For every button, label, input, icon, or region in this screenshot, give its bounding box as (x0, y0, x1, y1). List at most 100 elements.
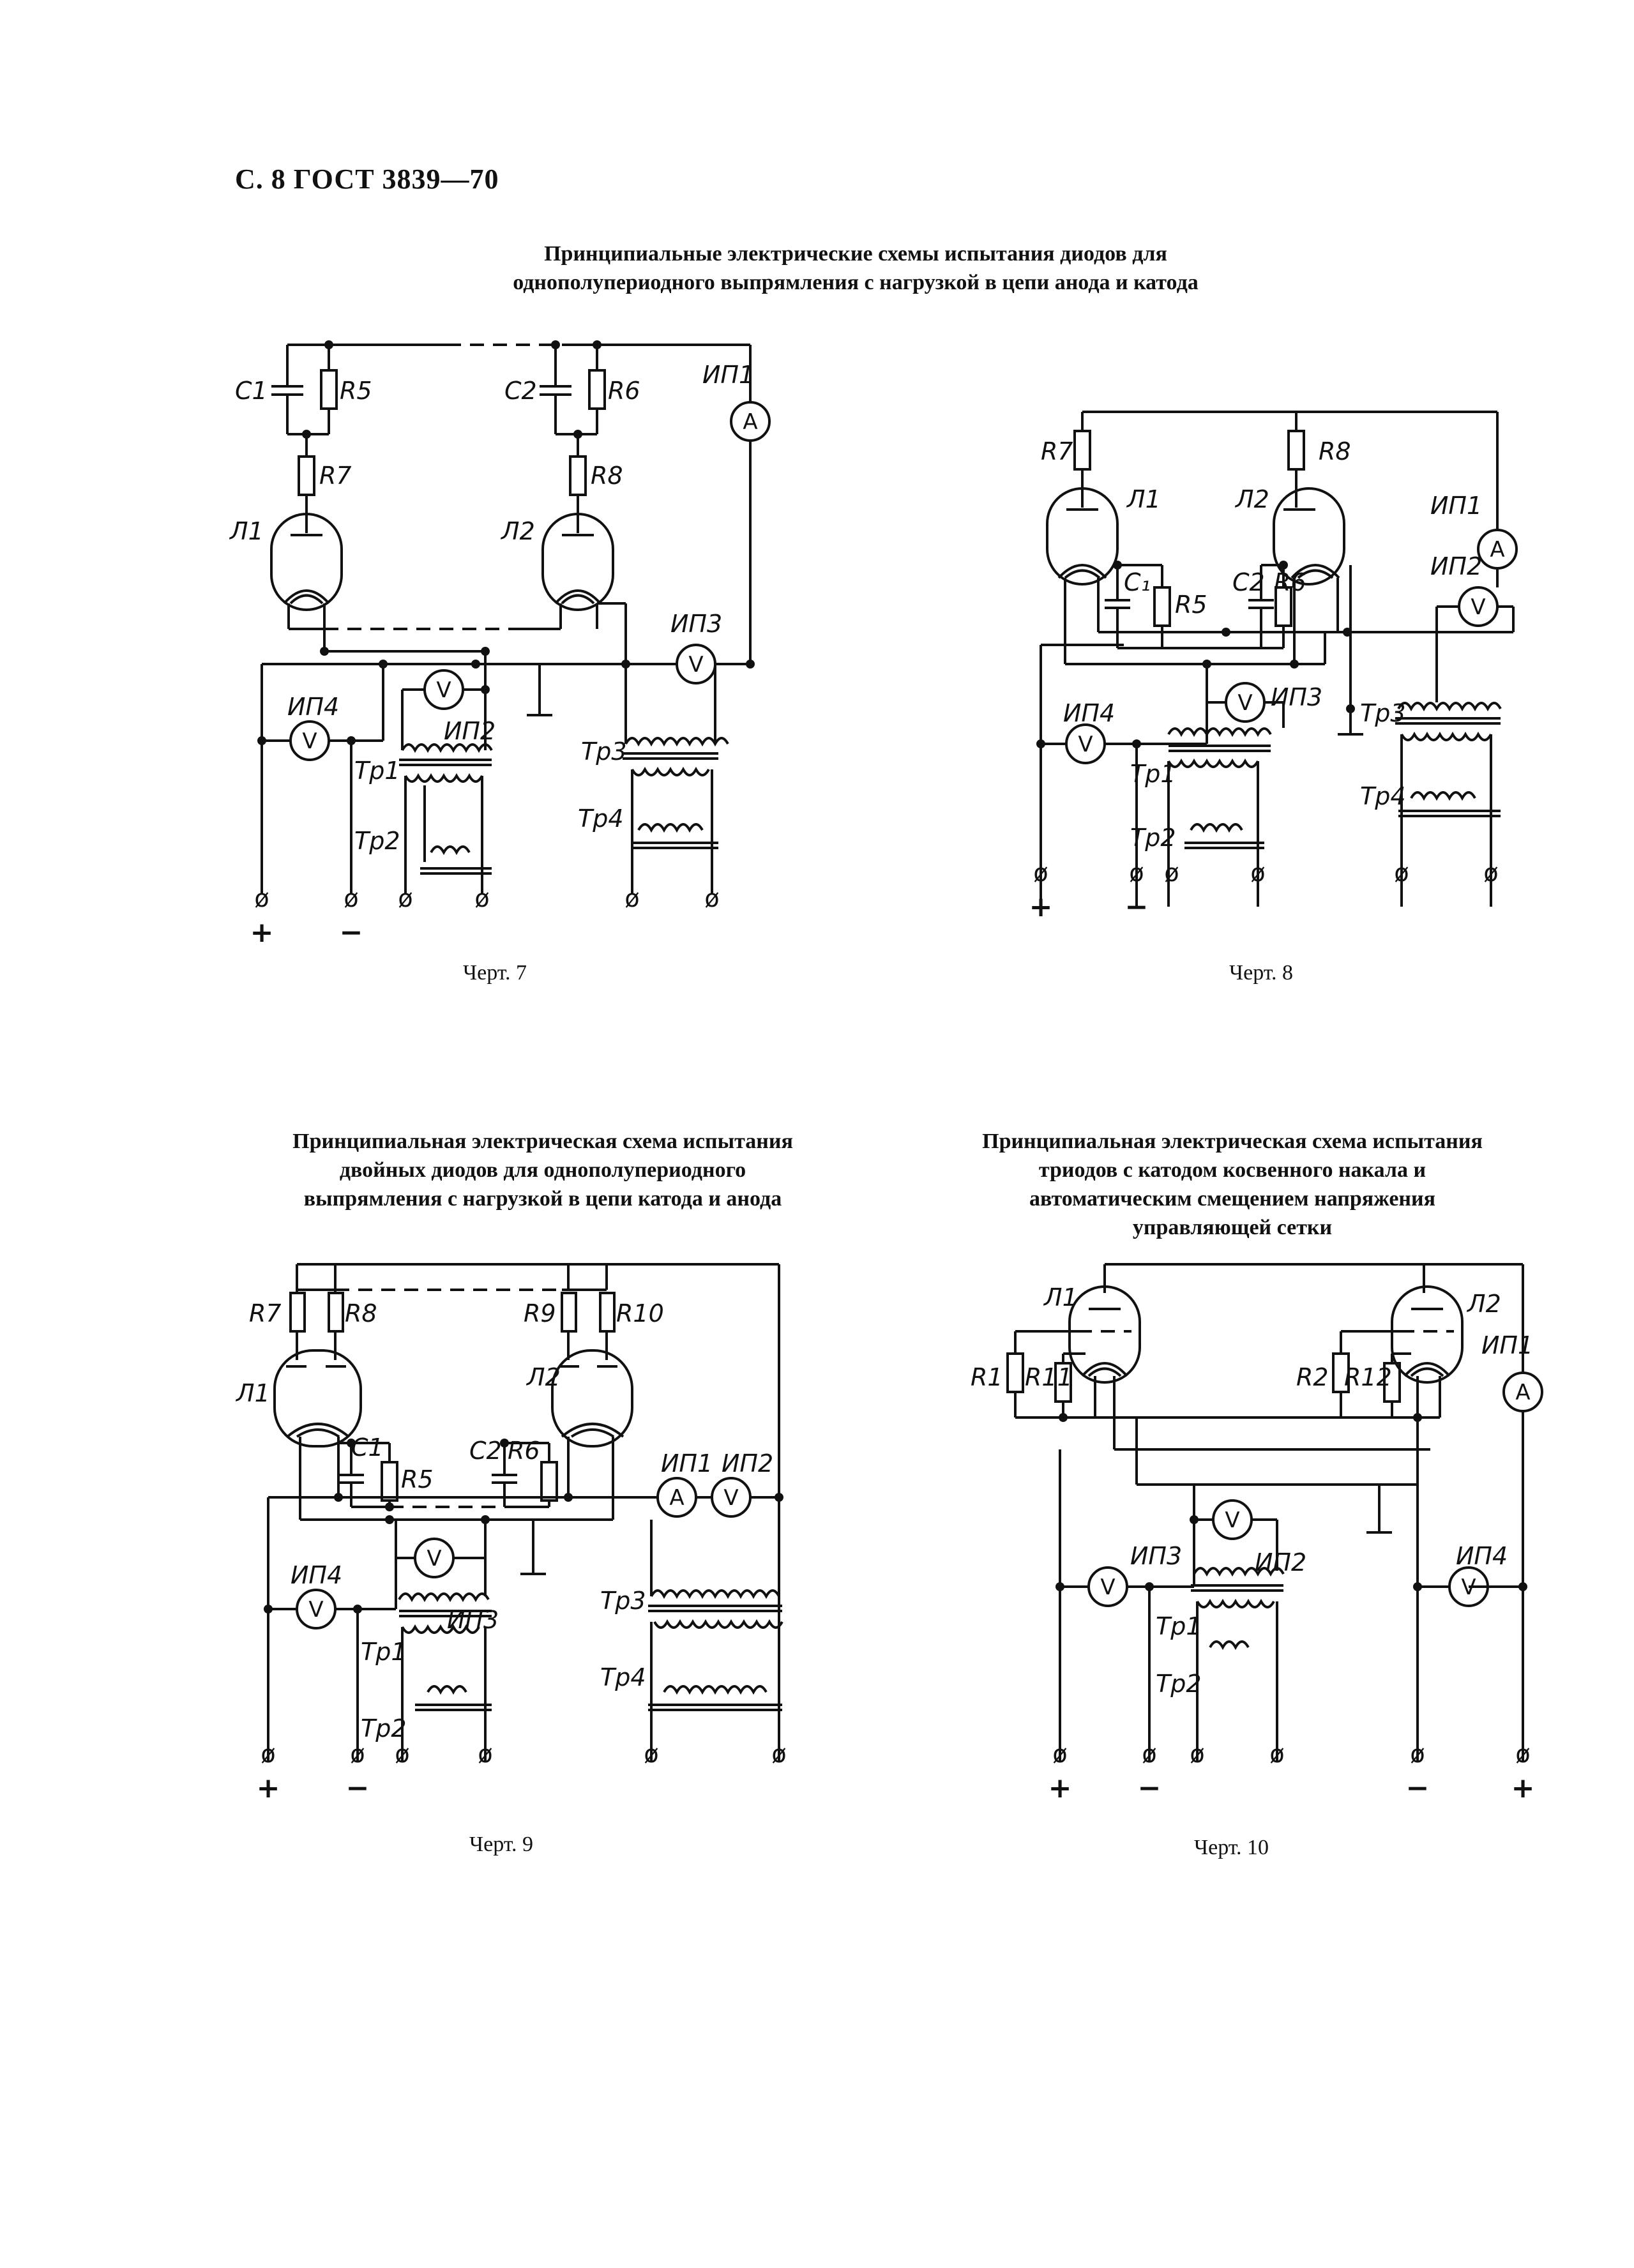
terminal-symbol: ø (1164, 859, 1179, 887)
terminal-symbol: ø (771, 1740, 786, 1768)
label-r6: R6 (508, 1437, 540, 1465)
label-tr1: Тр1 (1130, 760, 1176, 788)
label-tr4: Тр4 (1360, 782, 1406, 810)
figure-10-caption: Черт. 10 (1194, 1836, 1269, 1859)
label-tr4: Тр4 (600, 1663, 646, 1691)
label-r5: R5 (340, 377, 372, 405)
voltmeter-symbol: V (302, 729, 317, 754)
label-ip2: ИП2 (722, 1449, 773, 1478)
voltmeter-symbol: V (427, 1546, 441, 1571)
voltmeter-symbol: V (723, 1485, 738, 1511)
label-tr3: Тр3 (1360, 699, 1406, 727)
terminal-symbol: ø (1033, 859, 1048, 887)
figure-9-schematic: ø ø ø ø ø ø + − A V V V R7 R8 Л1 R9 R10 … (235, 1263, 787, 1804)
plus-sign: + (1511, 1772, 1535, 1804)
page-header: С. 8 ГОСТ 3839—70 (235, 163, 499, 195)
terminal-symbol: ø (344, 884, 358, 912)
terminal-symbol: ø (1052, 1740, 1067, 1768)
terminal-symbol: ø (398, 884, 412, 912)
title-line: автоматическим смещением напряжения (1029, 1187, 1436, 1211)
label-tr2: Тр2 (1130, 824, 1176, 852)
label-c2: C2 (469, 1437, 502, 1465)
label-r7: R7 (249, 1299, 282, 1327)
ammeter-symbol: A (669, 1485, 684, 1511)
label-l2: Л2 (1234, 485, 1269, 513)
terminal-symbol: ø (1142, 1740, 1156, 1768)
terminal-symbol: ø (1394, 859, 1409, 887)
label-r5: R5 (1175, 591, 1207, 619)
label-tr4: Тр4 (578, 805, 624, 833)
label-ip1: ИП1 (1430, 492, 1482, 520)
figure-8-schematic: ø ø ø ø ø ø + − A V V V R7 Л1 R8 Л2 C₁ R… (1029, 411, 1518, 923)
label-tr2: Тр2 (354, 827, 400, 855)
figure-10-schematic: ø ø ø ø ø ø + − − + A V V V Л1 Л2 R1 R11… (971, 1263, 1543, 1804)
voltmeter-symbol: V (1225, 1508, 1239, 1533)
minus-sign: − (340, 916, 363, 949)
title-line: Принципиальные электрические схемы испыт… (544, 242, 1167, 266)
label-r8: R8 (591, 462, 623, 490)
label-ip1: ИП1 (661, 1449, 713, 1478)
label-ip4: ИП4 (1063, 699, 1115, 727)
label-tr3: Тр3 (600, 1587, 646, 1615)
voltmeter-symbol: V (1461, 1575, 1476, 1600)
figure-9-title: Принципиальная электрическая схема испыт… (223, 1127, 862, 1213)
label-r11: R11 (1025, 1363, 1073, 1391)
voltmeter-symbol: V (1078, 732, 1093, 757)
label-tr1: Тр1 (1156, 1612, 1202, 1640)
terminal-symbol: ø (624, 884, 639, 912)
label-ip2: ИП2 (444, 717, 495, 745)
plus-sign: + (1029, 891, 1053, 923)
label-ip3: ИП3 (1130, 1542, 1182, 1570)
label-ip3: ИП3 (670, 610, 722, 638)
label-tr1: Тр1 (361, 1638, 407, 1666)
label-r6: R6 (608, 377, 640, 405)
label-ip3: ИП3 (447, 1606, 499, 1634)
label-c1: C₁ (1124, 568, 1151, 596)
terminal-symbol: ø (350, 1740, 365, 1768)
label-ip1: ИП1 (1481, 1331, 1533, 1359)
voltmeter-symbol: V (1100, 1575, 1115, 1600)
title-line: Принципиальная электрическая схема испыт… (982, 1130, 1483, 1153)
label-l1: Л1 (229, 517, 264, 545)
terminal-symbol: ø (254, 884, 269, 912)
label-r9: R9 (524, 1299, 556, 1327)
voltmeter-symbol: V (308, 1597, 323, 1622)
terminal-symbol: ø (1483, 859, 1498, 887)
label-r10: R10 (616, 1299, 664, 1327)
ammeter-symbol: A (1515, 1380, 1530, 1405)
label-r12: R12 (1344, 1363, 1392, 1391)
label-ip1: ИП1 (702, 361, 754, 389)
label-c2: C2 (504, 377, 537, 405)
label-r6: R6 (1274, 568, 1306, 596)
label-l2: Л2 (500, 517, 535, 545)
terminal-symbol: ø (1129, 859, 1144, 887)
terminal-symbol: ø (644, 1740, 658, 1768)
label-r1: R1 (971, 1363, 1003, 1391)
label-ip2: ИП2 (1255, 1548, 1306, 1576)
voltmeter-symbol: V (1471, 594, 1485, 620)
title-line: двойных диодов для однополупериодного (339, 1158, 746, 1182)
minus-sign: − (1125, 891, 1149, 923)
minus-sign: − (1138, 1772, 1161, 1804)
figure-8-caption: Черт. 8 (1229, 961, 1294, 985)
terminal-symbol: ø (395, 1740, 409, 1768)
label-ip4: ИП4 (291, 1561, 342, 1589)
label-ip3: ИП3 (1271, 683, 1322, 711)
label-l1: Л1 (235, 1379, 270, 1407)
voltmeter-symbol: V (1237, 690, 1252, 716)
label-tr3: Тр3 (581, 737, 627, 766)
terminal-symbol: ø (704, 884, 719, 912)
label-ip4: ИП4 (1456, 1542, 1508, 1570)
terminal-symbol: ø (1515, 1740, 1530, 1768)
voltmeter-symbol: V (688, 652, 703, 677)
terminal-symbol: ø (478, 1740, 492, 1768)
label-l1: Л1 (1043, 1283, 1078, 1312)
label-r2: R2 (1296, 1363, 1329, 1391)
figure-7-caption: Черт. 7 (463, 961, 527, 985)
label-tr2: Тр2 (361, 1714, 407, 1743)
label-r8: R8 (345, 1299, 377, 1327)
label-r8: R8 (1319, 437, 1351, 465)
minus-sign: − (346, 1772, 370, 1804)
title-line: триодов с катодом косвенного накала и (1038, 1158, 1426, 1182)
label-r7: R7 (1041, 437, 1073, 465)
